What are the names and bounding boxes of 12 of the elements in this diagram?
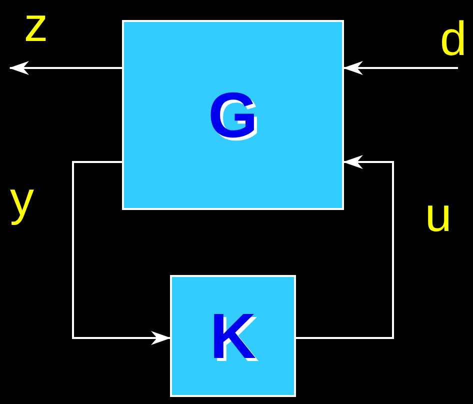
- signal-label: z: [24, 2, 48, 50]
- arrow: [296, 155, 394, 339]
- block-label: K: [210, 304, 256, 368]
- block-box: [122, 20, 344, 210]
- arrow: [9, 61, 122, 75]
- signal-label: u: [425, 192, 452, 240]
- signal-label: y: [10, 176, 34, 224]
- signal-label: d: [440, 16, 467, 64]
- block-label: G: [208, 83, 258, 147]
- arrow: [72, 161, 171, 345]
- block-box: [170, 275, 296, 397]
- arrow: [343, 61, 458, 75]
